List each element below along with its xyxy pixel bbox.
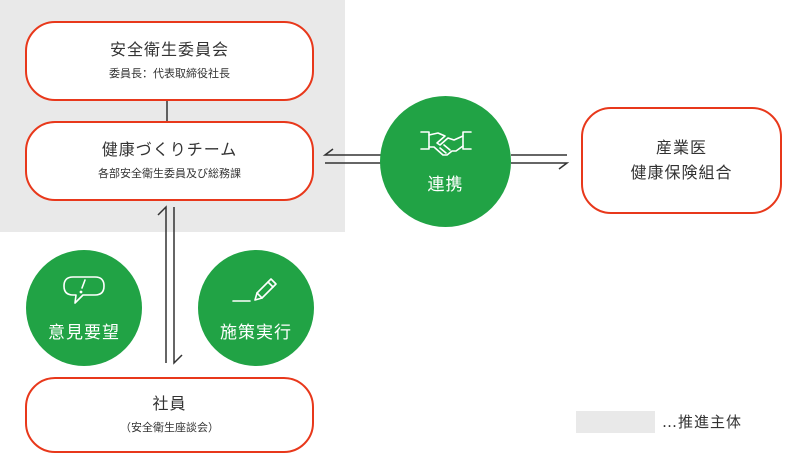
opinions-circle: 意見要望 bbox=[26, 250, 142, 366]
implementation-label: 施策実行 bbox=[220, 322, 292, 343]
partners-line1: 産業医 bbox=[655, 137, 707, 157]
team-title: 健康づくりチーム bbox=[101, 140, 238, 160]
cooperation-circle: 連携 bbox=[380, 96, 511, 227]
committee-title: 安全衛生委員会 bbox=[109, 40, 229, 60]
partners-line2: 健康保険組合 bbox=[630, 162, 733, 182]
health-team-box: 健康づくりチーム 各部安全衛生委員及び総務課 bbox=[25, 121, 314, 201]
team-employees-arrows bbox=[157, 205, 183, 365]
team-subtitle: 各部安全衛生委員及び総務課 bbox=[98, 167, 241, 181]
cooperation-partners-arrows bbox=[511, 154, 570, 170]
employees-title: 社員 bbox=[152, 394, 187, 414]
committee-subtitle: 委員長：代表取締役社長 bbox=[109, 67, 230, 81]
legend-swatch bbox=[576, 411, 655, 433]
cooperation-label: 連携 bbox=[427, 175, 464, 195]
employees-subtitle: （安全衛生座談会） bbox=[120, 421, 219, 435]
employees-box: 社員 （安全衛生座談会） bbox=[25, 377, 314, 453]
legend-label: …推進主体 bbox=[662, 413, 743, 431]
opinions-label: 意見要望 bbox=[48, 322, 120, 343]
handshake-icon bbox=[418, 128, 474, 162]
safety-health-committee-box: 安全衛生委員会 委員長：代表取締役社長 bbox=[25, 21, 314, 101]
speech-bubble-icon bbox=[61, 274, 107, 310]
pencil-icon bbox=[230, 274, 282, 310]
partners-box: 産業医 健康保険組合 bbox=[581, 107, 782, 214]
implementation-circle: 施策実行 bbox=[198, 250, 314, 366]
team-cooperation-arrows bbox=[322, 148, 381, 164]
